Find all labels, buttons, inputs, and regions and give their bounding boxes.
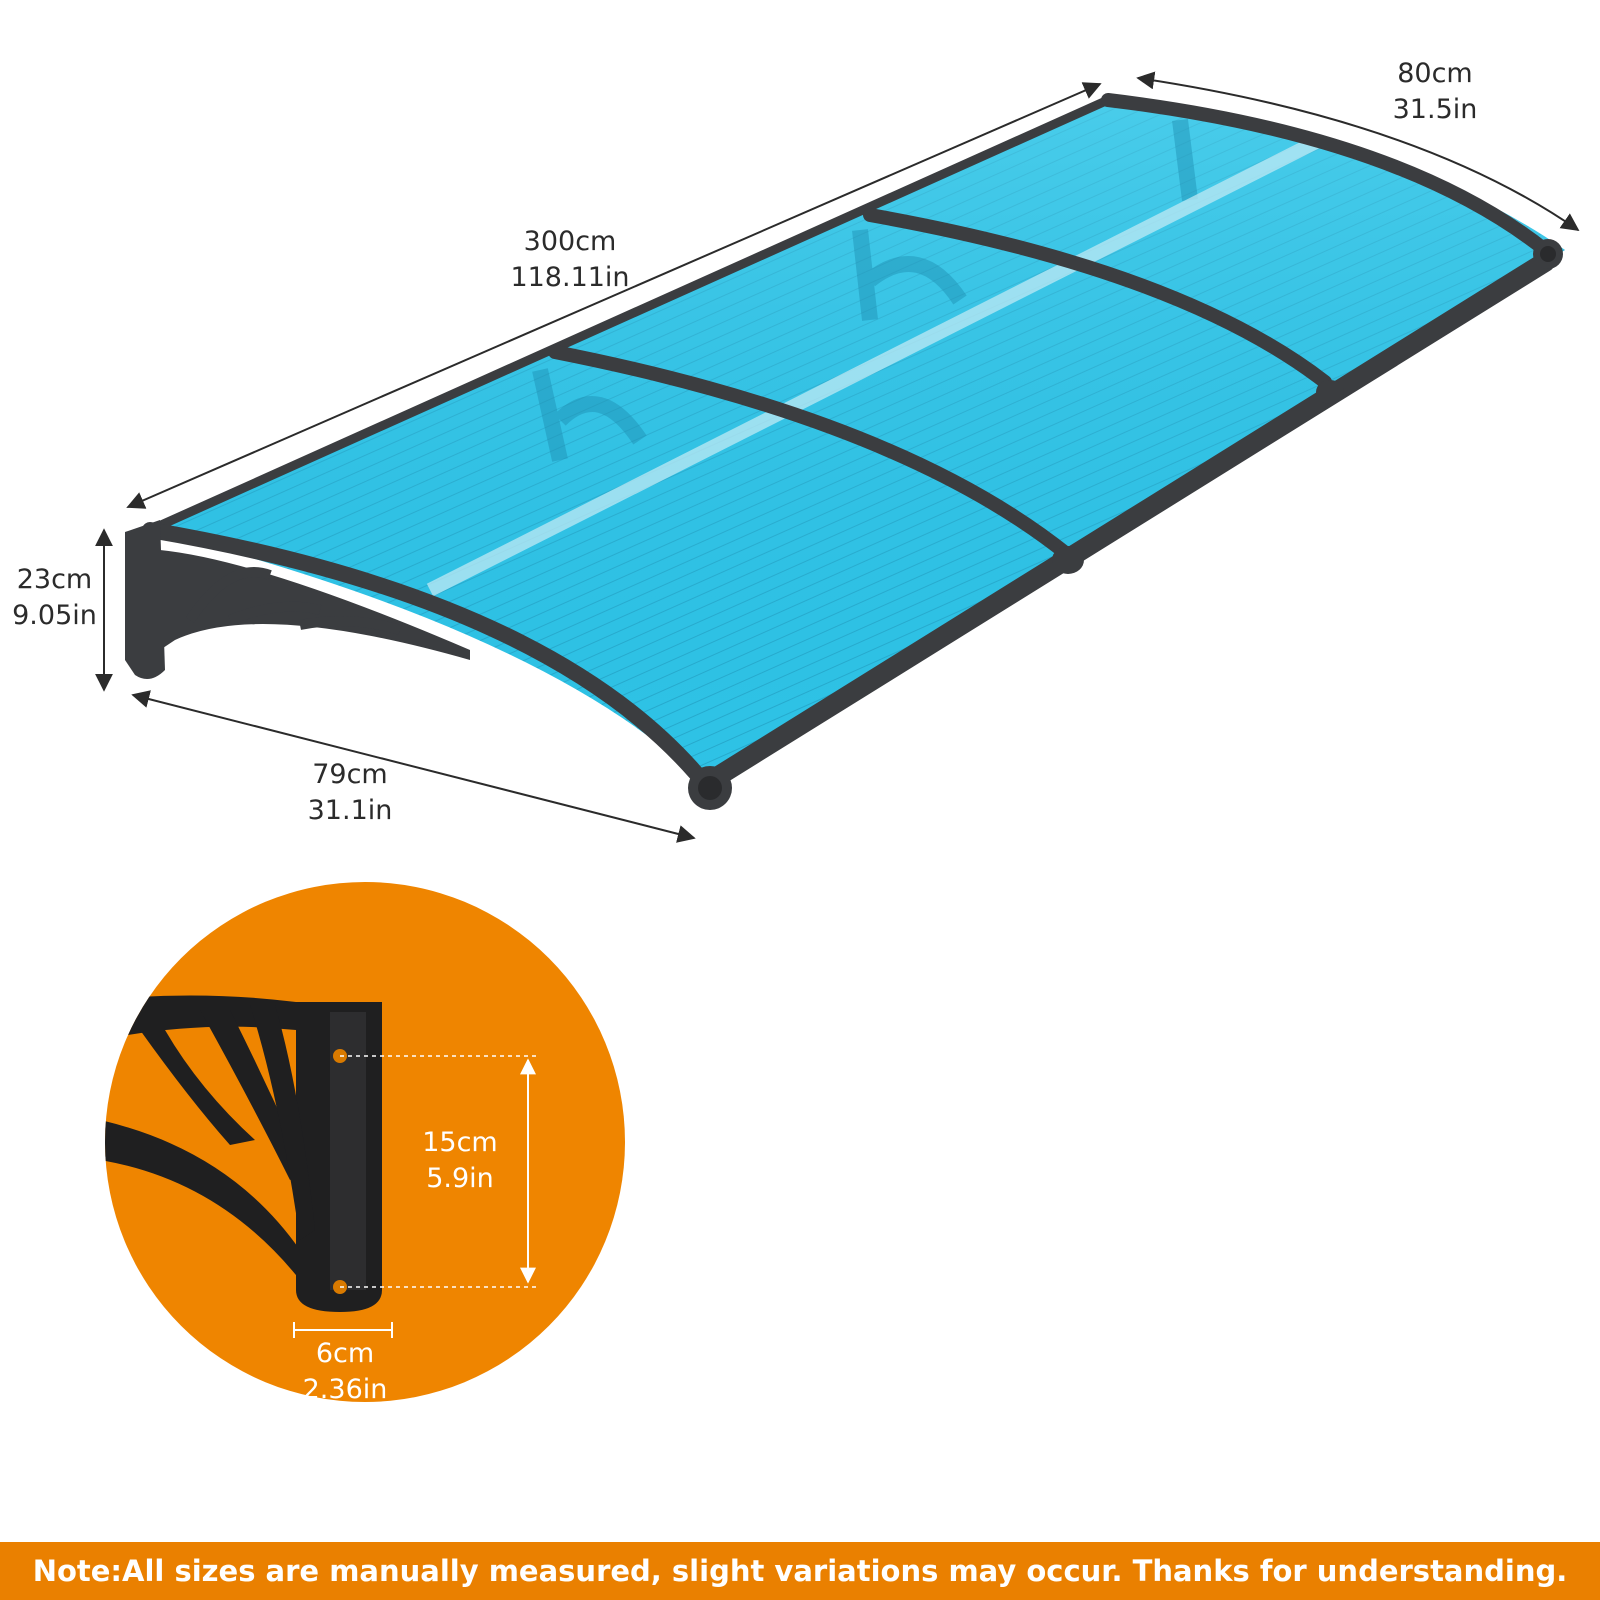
depth-arrow bbox=[131, 690, 696, 843]
note-text: Note:All sizes are manually measured, sl… bbox=[32, 1554, 1568, 1588]
height-in: 9.05in bbox=[12, 600, 97, 631]
depth-in: 31.1in bbox=[307, 795, 393, 826]
width-cm: 80cm bbox=[1397, 58, 1473, 89]
width-in: 31.5in bbox=[1392, 94, 1478, 125]
depth-label: 79cm 31.1in bbox=[280, 757, 420, 829]
width-arrow bbox=[1136, 71, 1580, 232]
height-cm: 23cm bbox=[16, 564, 93, 595]
hole-spacing-in: 5.9in bbox=[426, 1163, 494, 1194]
note-bar: Note:All sizes are manually measured, sl… bbox=[0, 1542, 1600, 1600]
length-label: 300cm 118.11in bbox=[490, 224, 650, 296]
dimension-arrows bbox=[95, 71, 1580, 843]
end-caps bbox=[688, 239, 1563, 810]
bracket-width-cm: 6cm bbox=[315, 1338, 375, 1369]
length-arrow bbox=[126, 82, 1102, 509]
length-cm: 300cm bbox=[523, 226, 617, 257]
hole-spacing-cm: 15cm bbox=[422, 1127, 498, 1158]
bracket-width-label: 6cm 2.36in bbox=[285, 1336, 405, 1408]
width-label: 80cm 31.5in bbox=[1360, 56, 1510, 128]
bracket-closeup bbox=[105, 995, 382, 1312]
bracket-width-marker bbox=[293, 1322, 393, 1338]
length-in: 118.11in bbox=[510, 262, 630, 293]
bracket-width-in: 2.36in bbox=[302, 1374, 388, 1405]
depth-cm: 79cm bbox=[312, 759, 388, 790]
wall-bracket bbox=[125, 520, 470, 679]
hole-spacing-label: 15cm 5.9in bbox=[400, 1125, 520, 1197]
hole-guides bbox=[340, 1055, 540, 1288]
height-label: 23cm 9.05in bbox=[2, 562, 107, 634]
